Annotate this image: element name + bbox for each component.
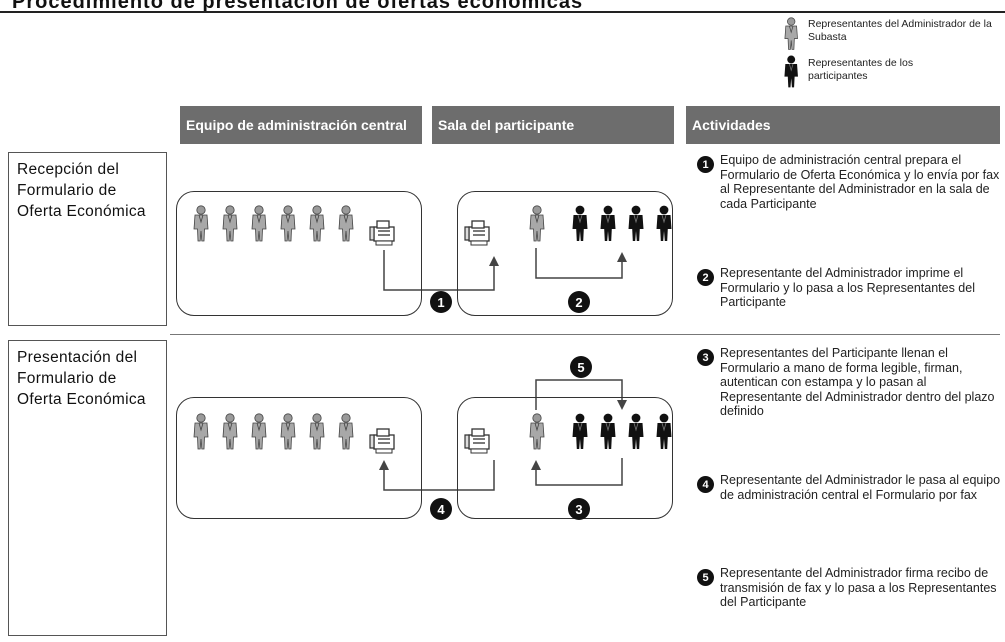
legend-admin-label: Representantes del Administrador de la S… xyxy=(808,18,992,43)
column-header-central: Equipo de administración central xyxy=(180,106,422,144)
activity-text-2: Representante del Administrador imprime … xyxy=(720,266,975,309)
activity-badge-3: 3 xyxy=(697,349,714,366)
diagram-badge-step3: 3 xyxy=(568,498,590,520)
column-header-activities: Actividades xyxy=(686,106,1000,144)
activity-text-3: Representantes del Participante llenan e… xyxy=(720,346,995,418)
legend-participant-label: Representantes de los participantes xyxy=(808,57,914,82)
row2-arrow-step3 xyxy=(531,458,623,486)
diagram-badge-step2: 2 xyxy=(568,291,590,313)
row-label-presentation-text: Presentación del Formulario de Oferta Ec… xyxy=(17,349,146,408)
page-title: Procedimiento de presentación de ofertas… xyxy=(12,0,584,12)
row2-central-room xyxy=(176,397,422,519)
diagram-badge-step1: 1 xyxy=(430,291,452,313)
title-strip: Procedimiento de presentación de ofertas… xyxy=(0,0,1005,12)
column-header-activities-label: Actividades xyxy=(692,117,771,133)
row1-arrow-step1 xyxy=(383,250,499,291)
activity-text-4: Representante del Administrador le pasa … xyxy=(720,473,1001,502)
activity-text-1: Equipo de administración central prepara… xyxy=(720,153,1000,211)
row-label-presentation: Presentación del Formulario de Oferta Ec… xyxy=(8,340,167,636)
activity-badge-1: 1 xyxy=(697,156,714,173)
row-separator xyxy=(170,334,1000,335)
row-label-reception-text: Recepción del Formulario de Oferta Econó… xyxy=(17,161,146,220)
column-header-room-label: Sala del participante xyxy=(438,117,575,133)
row1-participant-room xyxy=(457,191,673,316)
legend-participant-icon xyxy=(784,55,799,88)
column-header-central-label: Equipo de administración central xyxy=(186,117,407,133)
activity-badge-4: 4 xyxy=(697,476,714,493)
row1-arrow-step2 xyxy=(535,248,627,279)
activity-badge-2: 2 xyxy=(697,269,714,286)
legend-admin-icon xyxy=(784,17,798,50)
row2-arrow-step4 xyxy=(379,460,495,491)
column-header-room: Sala del participante xyxy=(432,106,674,144)
activity-badge-5: 5 xyxy=(697,569,714,586)
row-label-reception: Recepción del Formulario de Oferta Econó… xyxy=(8,152,167,326)
diagram-badge-step5: 5 xyxy=(570,356,592,378)
row2-arrow-step5 xyxy=(535,379,627,410)
row1-central-room xyxy=(176,191,422,316)
diagram-badge-step4: 4 xyxy=(430,498,452,520)
title-rule xyxy=(0,11,1005,13)
row2-participant-room xyxy=(457,397,673,519)
activity-text-5: Representante del Administrador firma re… xyxy=(720,566,997,609)
